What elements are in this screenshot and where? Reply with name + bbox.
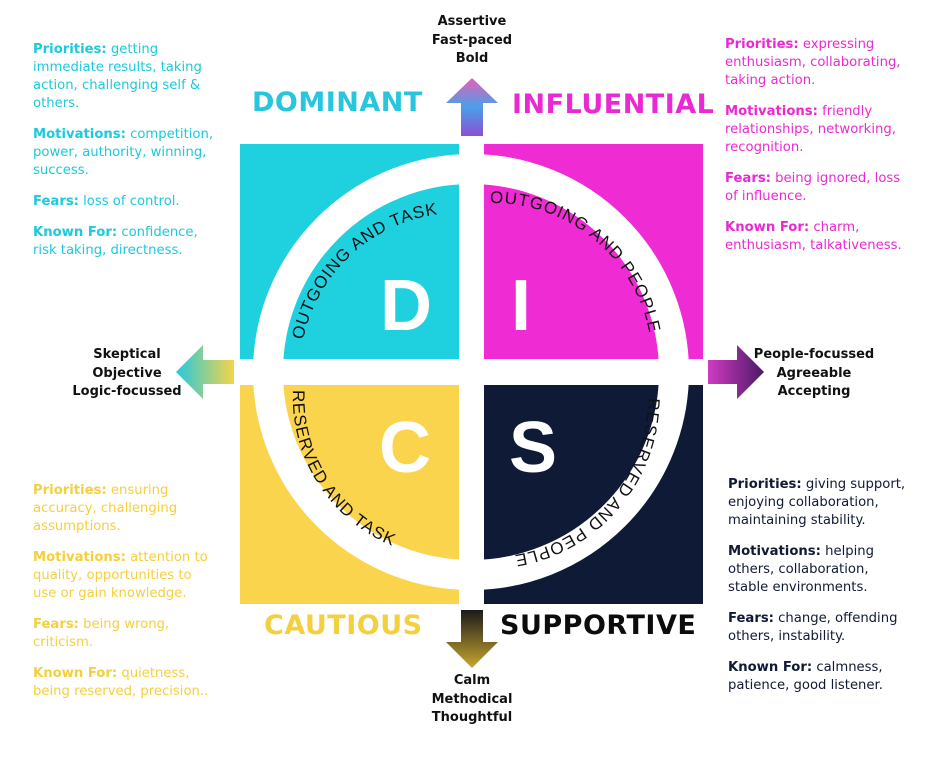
arrow-down-icon [446, 610, 498, 668]
arrow-left-icon [176, 345, 234, 399]
note-known-for: Known For: confidence, risk taking, dire… [33, 225, 198, 258]
note-fears: Fears: being wrong, criticism. [33, 617, 170, 650]
arrow-right-icon [708, 345, 764, 399]
direction-down: Calm Methodical Thoughtful [414, 672, 530, 728]
note-known-for: Known For: calmness, patience, good list… [728, 660, 883, 693]
note-known-for: Known For: quietness, being reserved, pr… [33, 666, 209, 699]
note-motivations: Motivations: competition, power, authori… [33, 127, 214, 178]
direction-right-line: People-focussed [753, 347, 875, 362]
direction-down-line: Thoughtful [431, 710, 513, 725]
title-dominant: DOMINANT [252, 87, 423, 118]
direction-left: Skeptical Objective Logic-focussed [62, 346, 192, 402]
direction-right-line: Agreeable [776, 365, 852, 381]
title-supportive: SUPPORTIVE [500, 610, 697, 641]
direction-up-line: Bold [455, 51, 489, 66]
direction-down-line: Calm [453, 673, 491, 688]
direction-left-line: Skeptical [93, 347, 161, 362]
direction-up-line: Fast-paced [431, 32, 513, 48]
notes-supportive: Priorities: giving support, enjoying col… [728, 476, 910, 708]
arrow-up-icon [446, 78, 498, 136]
note-priorities: Priorities: expressing enthusiasm, colla… [725, 37, 901, 88]
note-fears: Fears: change, offending others, instabi… [728, 611, 898, 644]
direction-left-line: Objective [92, 365, 162, 381]
horizontal-divider [234, 359, 709, 385]
note-motivations: Motivations: helping others, collaborati… [728, 544, 874, 595]
note-priorities: Priorities: giving support, enjoying col… [728, 477, 906, 528]
direction-up-line: Assertive [437, 14, 507, 29]
notes-influential: Priorities: expressing enthusiasm, colla… [725, 36, 907, 268]
direction-down-line: Methodical [431, 691, 513, 707]
note-priorities: Priorities: getting immediate results, t… [33, 42, 202, 111]
note-motivations: Motivations: attention to quality, oppor… [33, 550, 208, 601]
note-fears: Fears: being ignored, loss of influence. [725, 171, 901, 204]
letter-i: I [511, 266, 531, 346]
title-cautious: CAUTIOUS [264, 610, 423, 641]
notes-cautious: Priorities: ensuring accuracy, challengi… [33, 482, 215, 714]
note-fears: Fears: loss of control. [33, 194, 180, 209]
direction-right-line: Accepting [777, 384, 851, 399]
letter-d: D [380, 266, 432, 346]
note-known-for: Known For: charm, enthusiasm, talkativen… [725, 220, 902, 253]
direction-left-line: Logic-focussed [72, 384, 182, 399]
direction-right: People-focussed Agreeable Accepting [746, 346, 882, 402]
notes-dominant: Priorities: getting immediate results, t… [33, 41, 215, 273]
note-motivations: Motivations: friendly relationships, net… [725, 104, 896, 155]
letter-c: C [379, 408, 431, 488]
title-influential: INFLUENTIAL [512, 89, 715, 120]
letter-s: S [509, 408, 557, 488]
direction-up: Assertive Fast-paced Bold [414, 13, 530, 69]
note-priorities: Priorities: ensuring accuracy, challengi… [33, 483, 178, 534]
